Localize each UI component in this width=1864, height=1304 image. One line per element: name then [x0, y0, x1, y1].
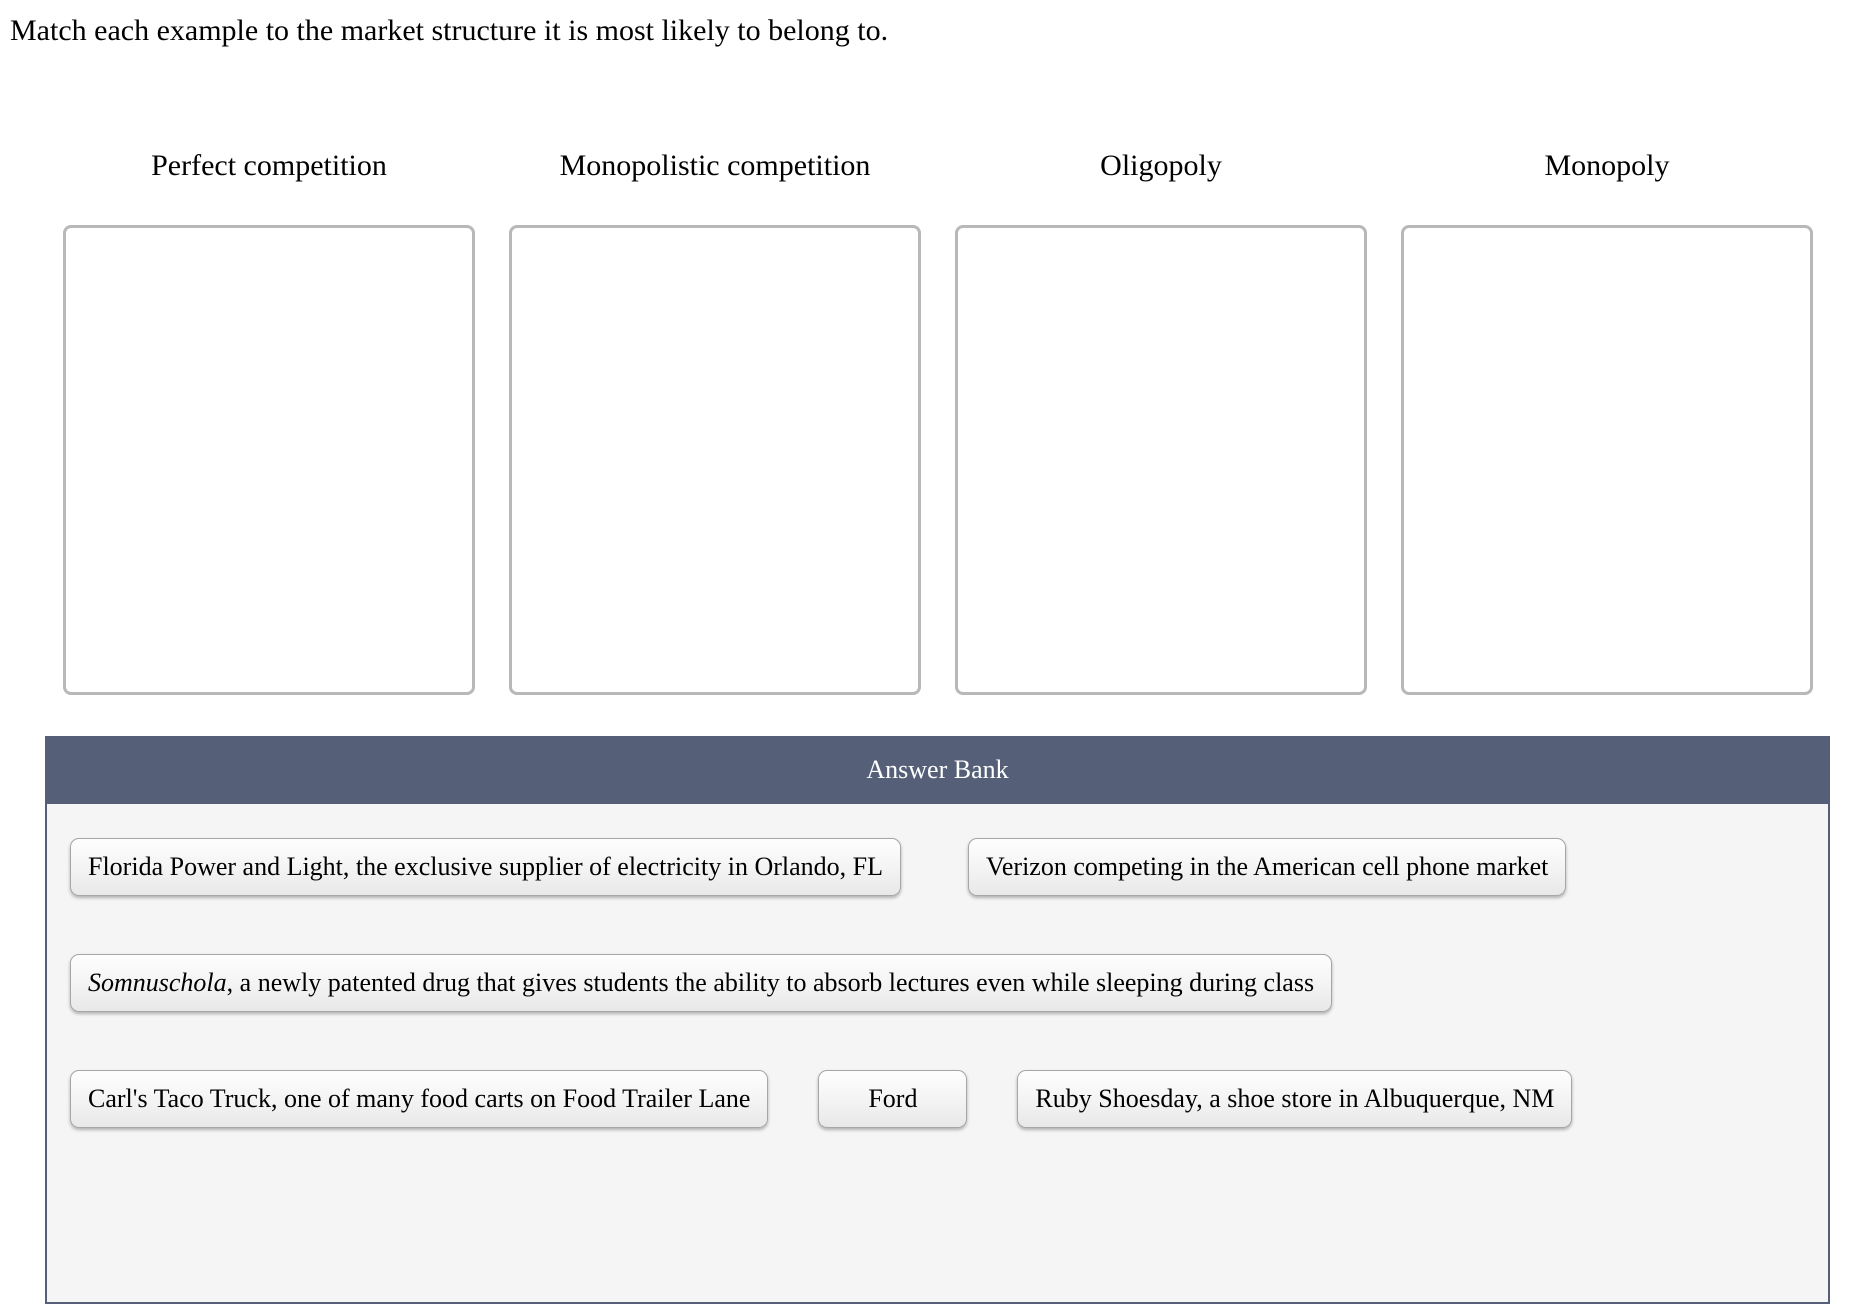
dropzone-perfect-competition[interactable] — [63, 225, 475, 695]
dropzone-oligopoly[interactable] — [955, 225, 1367, 695]
category-column-monopoly: Monopoly — [1401, 148, 1813, 695]
bank-item-label: Carl's Taco Truck, one of many food cart… — [88, 1084, 751, 1113]
dropzone-monopoly[interactable] — [1401, 225, 1813, 695]
bank-item-somnuschola[interactable]: Somnuschola, a newly patented drug that … — [70, 954, 1333, 1012]
bank-item-verizon[interactable]: Verizon competing in the American cell p… — [967, 838, 1567, 896]
answer-bank-row: Somnuschola, a newly patented drug that … — [70, 954, 1805, 1012]
answer-bank-row: Carl's Taco Truck, one of many food cart… — [70, 1070, 1805, 1128]
category-label-oligopoly: Oligopoly — [1100, 149, 1222, 182]
bank-item-carls-taco-truck[interactable]: Carl's Taco Truck, one of many food cart… — [70, 1070, 769, 1128]
question-prompt: Match each example to the market structu… — [10, 14, 889, 47]
bank-item-ruby-shoesday[interactable]: Ruby Shoesday, a shoe store in Albuquerq… — [1017, 1070, 1573, 1128]
answer-bank-header: Answer Bank — [45, 736, 1830, 804]
bank-item-florida-power-light[interactable]: Florida Power and Light, the exclusive s… — [70, 838, 901, 896]
category-column-perfect-competition: Perfect competition — [63, 148, 475, 695]
dropzone-monopolistic-competition[interactable] — [509, 225, 921, 695]
answer-bank-row: Florida Power and Light, the exclusive s… — [70, 838, 1805, 896]
bank-item-label: Ruby Shoesday, a shoe store in Albuquerq… — [1035, 1084, 1555, 1113]
bank-item-label: Somnuschola, a newly patented drug that … — [88, 968, 1314, 998]
category-columns: Perfect competition Monopolistic competi… — [63, 148, 1813, 695]
bank-item-label: Verizon competing in the American cell p… — [985, 852, 1549, 881]
bank-item-label: Ford — [868, 1084, 918, 1113]
bank-item-label-rest: , a newly patented drug that gives stude… — [226, 968, 1315, 997]
category-label-monopolistic-competition: Monopolistic competition — [559, 149, 871, 182]
category-column-oligopoly: Oligopoly — [955, 148, 1367, 695]
category-column-monopolistic-competition: Monopolistic competition — [509, 148, 921, 695]
bank-item-label-italic: Somnuschola — [88, 968, 227, 997]
bank-item-ford[interactable]: Ford — [818, 1070, 968, 1128]
answer-bank-body: Florida Power and Light, the exclusive s… — [45, 804, 1830, 1304]
answer-bank: Answer Bank Florida Power and Light, the… — [45, 736, 1830, 1304]
bank-item-label: Florida Power and Light, the exclusive s… — [88, 852, 883, 881]
category-label-monopoly: Monopoly — [1544, 149, 1670, 182]
category-label-perfect-competition: Perfect competition — [151, 149, 387, 182]
